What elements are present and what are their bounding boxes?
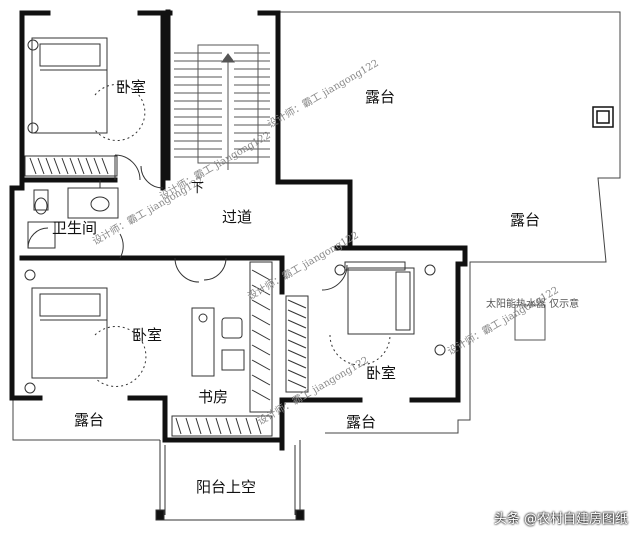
watermark: 设计师：霸工 jiangong122 xyxy=(157,128,273,202)
balcony-void xyxy=(155,440,305,521)
label-terrace-bottom-left: 露台 xyxy=(74,411,104,429)
bed-left xyxy=(24,269,147,394)
solar-heater xyxy=(514,304,546,341)
label-study: 书房 xyxy=(198,388,228,406)
walls xyxy=(9,9,468,451)
watermark: 设计师：霸工 jiangong122 xyxy=(265,56,381,130)
study-furniture xyxy=(171,261,273,437)
label-stair-down: 下 xyxy=(191,181,204,196)
label-terrace-top: 露台 xyxy=(365,88,395,106)
label-bedroom-right: 卧室 xyxy=(366,364,396,382)
doors xyxy=(114,154,348,291)
label-bathroom: 卫生间 xyxy=(52,219,97,237)
wardrobe-top-left xyxy=(24,155,118,177)
label-terrace-bottom-mid: 露台 xyxy=(346,413,376,431)
wardrobe-right xyxy=(285,295,309,393)
bed-right xyxy=(329,264,446,366)
credit-watermark: 头条 @农村自建房图纸 xyxy=(493,512,628,527)
label-corridor: 过道 xyxy=(222,208,252,226)
label-terrace-right: 露台 xyxy=(510,211,540,229)
watermark: 设计师：霸工 jiangong122 xyxy=(445,283,561,357)
solar-note: 太阳能热水器 仅示意 xyxy=(486,297,579,310)
bedside-right xyxy=(344,261,406,271)
bed-top-left xyxy=(27,37,146,141)
label-bedroom-top-left: 卧室 xyxy=(116,78,146,96)
bathroom-fixtures xyxy=(27,180,119,249)
watermark: 设计师：霸工 jiangong122 xyxy=(245,228,361,302)
label-bedroom-left: 卧室 xyxy=(132,326,162,344)
staircase xyxy=(174,44,270,170)
chimney xyxy=(592,106,614,128)
label-balcony-void: 阳台上空 xyxy=(196,478,256,496)
